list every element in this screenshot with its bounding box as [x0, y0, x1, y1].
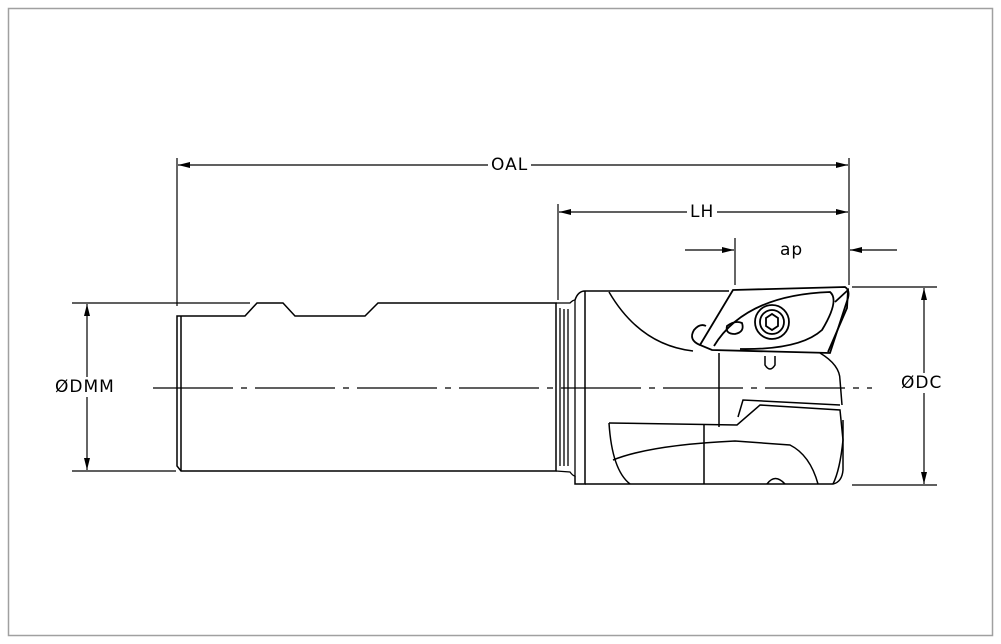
- cutter-head: [574, 290, 844, 485]
- insert-screw: [754, 304, 790, 340]
- dc-label: ØDC: [898, 373, 946, 393]
- neck-groove: [555, 299, 576, 477]
- oal-label: OAL: [488, 155, 532, 175]
- shank: [176, 302, 557, 472]
- ap-label: ap: [777, 240, 807, 260]
- dmm-label: ØDMM: [52, 377, 118, 397]
- cutting-insert: [691, 286, 850, 354]
- lh-label: LH: [687, 202, 718, 222]
- extension-lines: [72, 158, 937, 486]
- frame-border: [7, 7, 994, 637]
